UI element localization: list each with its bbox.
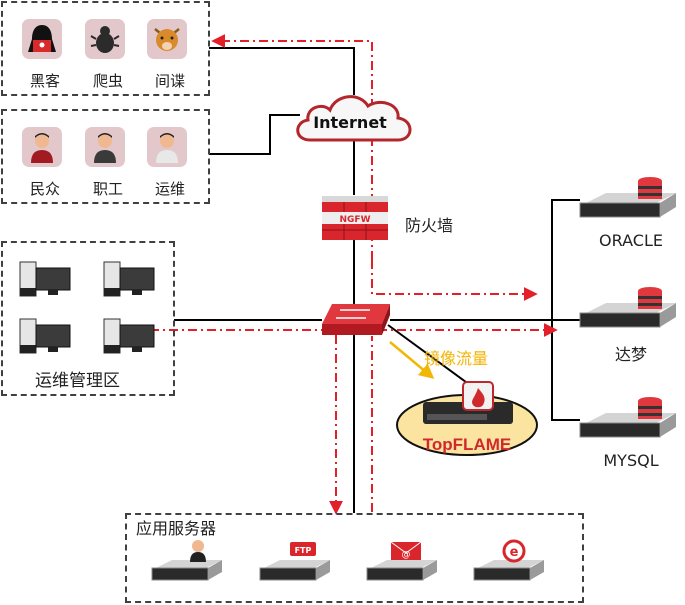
user-label-employee: 职工 bbox=[92, 180, 124, 198]
topflame-device[interactable]: TopFLAME bbox=[395, 380, 545, 460]
cloud-icon bbox=[296, 95, 412, 142]
wire-users-internet bbox=[209, 114, 300, 155]
traffic-to-threats bbox=[211, 34, 373, 260]
workstation-icon[interactable] bbox=[18, 315, 74, 357]
flame-icon bbox=[472, 388, 485, 408]
internet-cloud[interactable]: Internet bbox=[290, 90, 420, 150]
user-zone bbox=[1, 109, 210, 204]
svg-text:@: @ bbox=[402, 550, 411, 560]
user-label-citizen: 民众 bbox=[29, 180, 61, 198]
hacker-tile bbox=[22, 19, 62, 59]
ops-zone-label: 运维管理区 bbox=[35, 371, 120, 391]
wire-db-bus bbox=[551, 199, 580, 421]
workstation-icon[interactable] bbox=[18, 258, 74, 300]
database-server-icon[interactable] bbox=[578, 395, 678, 443]
app-server-mail-icon[interactable]: @ bbox=[365, 538, 440, 586]
wire-threats-internet bbox=[209, 47, 355, 95]
svg-text:e: e bbox=[510, 545, 519, 560]
app-server-web-browser-icon[interactable]: e bbox=[472, 538, 547, 586]
database-label: 达梦 bbox=[614, 345, 648, 364]
citizen-tile bbox=[22, 127, 62, 167]
database-label: ORACLE bbox=[599, 231, 663, 250]
mirror-traffic-label: 镜像流量 bbox=[424, 349, 489, 368]
bug-tile bbox=[85, 19, 125, 59]
svg-text:FTP: FTP bbox=[295, 546, 312, 555]
workstation-icon[interactable] bbox=[102, 315, 158, 357]
bug-icon bbox=[90, 26, 120, 53]
mirror-arrow bbox=[389, 341, 435, 379]
threat-zone bbox=[1, 1, 210, 96]
traffic-to-oracle bbox=[371, 260, 538, 301]
app-server-zone bbox=[125, 513, 584, 603]
threat-label-spy: 间谍 bbox=[154, 72, 186, 90]
citizen-icon bbox=[31, 133, 53, 163]
ops-person-icon bbox=[156, 133, 178, 163]
topflame-label: TopFLAME bbox=[423, 435, 511, 454]
ops-zone bbox=[1, 241, 175, 396]
database-server-icon[interactable] bbox=[578, 175, 678, 223]
employee-icon bbox=[94, 133, 116, 163]
app-server-zone-label: 应用服务器 bbox=[136, 519, 217, 538]
firewall-device[interactable]: NGFW bbox=[320, 194, 390, 242]
firewall-label: 防火墙 bbox=[405, 216, 454, 235]
spy-tile bbox=[147, 19, 187, 59]
threat-label-hacker: 黑客 bbox=[29, 72, 61, 90]
user-label-ops: 运维 bbox=[154, 180, 186, 198]
database-server-icon[interactable] bbox=[578, 285, 678, 333]
spy-icon bbox=[154, 28, 180, 51]
switch-arrows-icon bbox=[336, 309, 370, 319]
internet-label: Internet bbox=[313, 113, 387, 132]
app-server-user-server-icon[interactable] bbox=[150, 538, 225, 586]
ngfw-badge: NGFW bbox=[340, 215, 371, 225]
employee-tile bbox=[85, 127, 125, 167]
hacker-icon bbox=[28, 25, 56, 52]
database-label: MYSQL bbox=[603, 451, 659, 470]
threat-label-crawler: 爬虫 bbox=[92, 72, 124, 90]
ops-person-tile bbox=[147, 127, 187, 167]
workstation-icon[interactable] bbox=[102, 258, 158, 300]
app-server-ftp-icon[interactable]: FTP bbox=[258, 538, 333, 586]
core-switch[interactable] bbox=[320, 302, 392, 338]
wire-switch-topflame bbox=[387, 324, 471, 386]
